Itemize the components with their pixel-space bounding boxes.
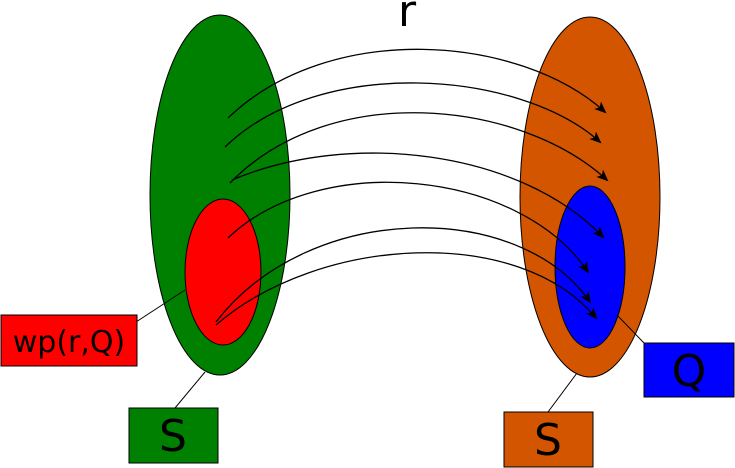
left-set-label-box bbox=[128, 407, 219, 464]
precondition-label-box bbox=[0, 314, 138, 367]
right-set-label-box bbox=[503, 411, 594, 468]
relation-arrow bbox=[227, 181, 590, 274]
relation-label: r bbox=[398, 0, 417, 37]
relation-arrow bbox=[215, 252, 598, 326]
precondition-ellipse bbox=[184, 198, 262, 346]
postcondition-label-box bbox=[643, 342, 735, 398]
relation-arrow bbox=[229, 112, 609, 184]
left-set-label: S bbox=[159, 411, 187, 462]
relation-arrow bbox=[231, 152, 605, 239]
postcondition-label: Q bbox=[672, 346, 707, 397]
right-set-label: S bbox=[534, 415, 562, 466]
relation-arrow bbox=[227, 48, 607, 119]
precondition-leader bbox=[135, 289, 186, 323]
relation-arrows bbox=[215, 48, 609, 326]
relation-arrow bbox=[224, 82, 602, 148]
left-set-leader bbox=[174, 371, 206, 409]
postcondition-leader bbox=[616, 314, 645, 344]
relation-arrow bbox=[215, 227, 592, 323]
precondition-label: wp(r,Q) bbox=[13, 325, 125, 360]
postcondition-ellipse bbox=[554, 185, 626, 349]
right-set-leader bbox=[547, 372, 578, 413]
